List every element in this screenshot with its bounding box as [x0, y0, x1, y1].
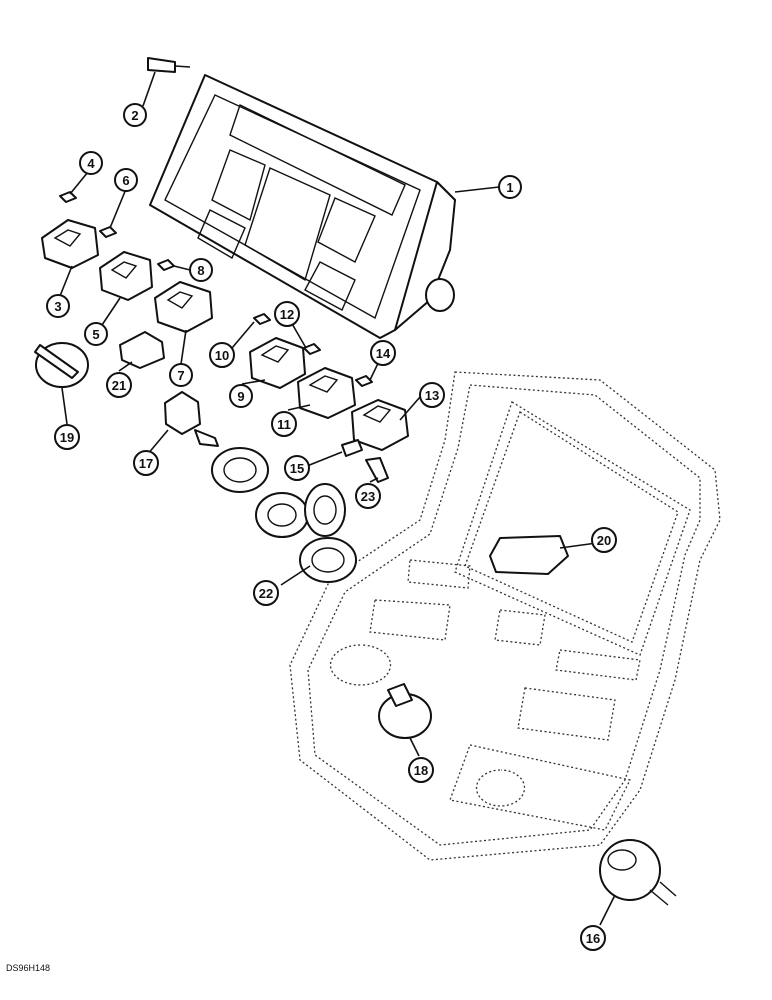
callout-8: 8 — [189, 258, 213, 282]
svg-text:20: 20 — [597, 533, 611, 548]
rocker-switches — [41, 219, 409, 451]
ignition-switch — [599, 839, 677, 906]
svg-text:17: 17 — [139, 456, 153, 471]
callout-19: 19 — [54, 424, 80, 450]
screw — [147, 57, 191, 73]
svg-text:21: 21 — [112, 378, 126, 393]
figure-code: DS96H148 — [6, 963, 51, 973]
svg-text:10: 10 — [215, 348, 229, 363]
callout-5: 5 — [84, 322, 108, 346]
callout-23: 23 — [355, 483, 381, 509]
svg-text:18: 18 — [414, 763, 428, 778]
svg-text:16: 16 — [586, 931, 600, 946]
callout-10: 10 — [209, 342, 235, 368]
callout-9: 9 — [229, 384, 253, 408]
svg-text:1: 1 — [506, 180, 513, 195]
svg-text:7: 7 — [177, 368, 184, 383]
svg-text:6: 6 — [122, 173, 129, 188]
callout-12: 12 — [274, 301, 300, 327]
knob — [34, 342, 89, 388]
svg-text:3: 3 — [54, 299, 61, 314]
callout-1: 1 — [498, 175, 522, 199]
instrument-cluster — [149, 74, 456, 339]
svg-text:15: 15 — [290, 461, 304, 476]
lens-caps — [59, 191, 373, 387]
callout-4: 4 — [79, 151, 103, 175]
callout-11: 11 — [271, 411, 297, 437]
callout-18: 18 — [408, 757, 434, 783]
callout-21: 21 — [106, 372, 132, 398]
console-housing — [289, 371, 721, 861]
callout-3: 3 — [46, 294, 70, 318]
callout-15: 15 — [284, 455, 310, 481]
svg-text:23: 23 — [361, 489, 375, 504]
console-lens — [489, 535, 569, 575]
svg-text:13: 13 — [425, 388, 439, 403]
socket-rings — [211, 447, 357, 583]
svg-text:9: 9 — [237, 389, 244, 404]
bulbs — [341, 439, 389, 483]
rotary-switch — [378, 683, 432, 739]
callout-22: 22 — [253, 580, 279, 606]
svg-text:19: 19 — [60, 430, 74, 445]
svg-text:4: 4 — [87, 156, 95, 171]
callout-20: 20 — [591, 527, 617, 553]
svg-text:11: 11 — [277, 417, 291, 432]
callout-13: 13 — [419, 382, 445, 408]
svg-text:14: 14 — [376, 346, 391, 361]
callout-6: 6 — [114, 168, 138, 192]
callout-2: 2 — [123, 103, 147, 127]
blank-plug — [119, 331, 165, 369]
callout-7: 7 — [169, 363, 193, 387]
key — [164, 391, 219, 447]
svg-text:22: 22 — [259, 586, 273, 601]
callout-16: 16 — [580, 925, 606, 951]
callout-17: 17 — [133, 450, 159, 476]
svg-text:8: 8 — [197, 263, 204, 278]
callout-14: 14 — [370, 340, 396, 366]
svg-text:12: 12 — [280, 307, 294, 322]
svg-text:5: 5 — [92, 327, 99, 342]
svg-text:2: 2 — [131, 108, 138, 123]
